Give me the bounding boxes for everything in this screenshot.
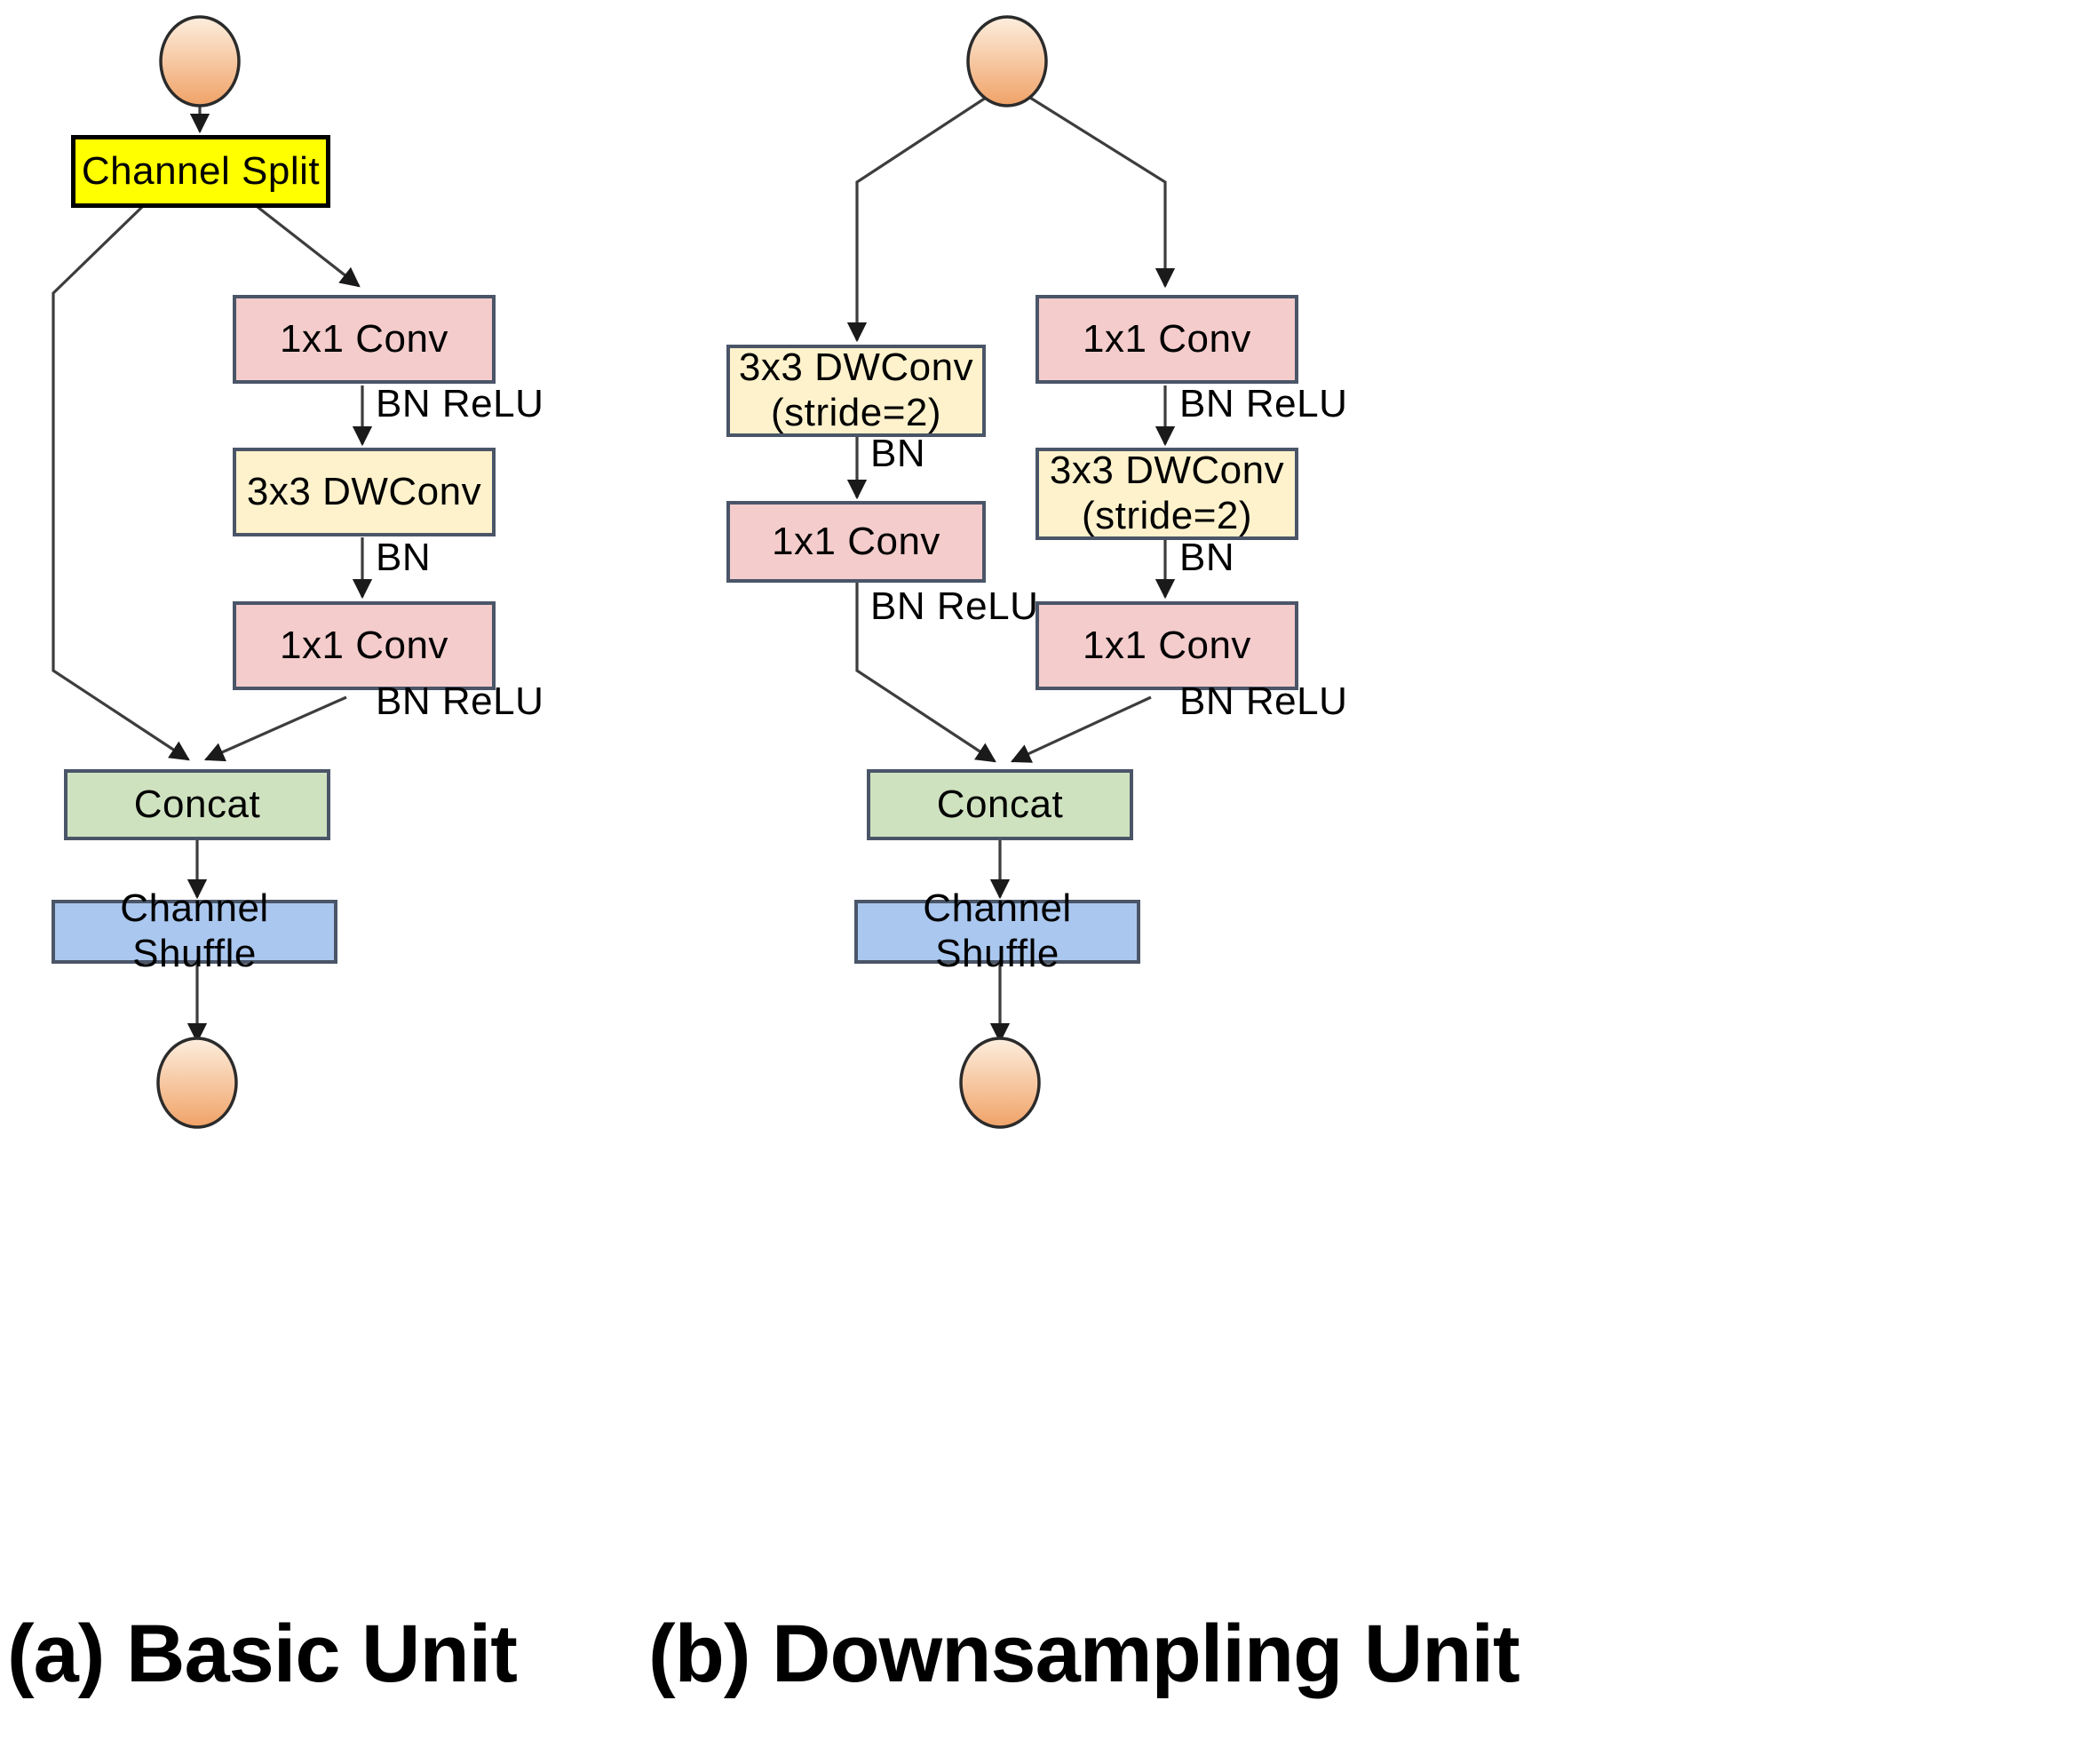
node-label: Channel Shuffle <box>120 886 269 975</box>
node-channel-shuffle-b[interactable]: Channel Shuffle <box>854 886 1140 975</box>
node-label: Channel Shuffle <box>923 886 1072 975</box>
edge-label-a-bnrelu-1: BN ReLU <box>376 382 544 425</box>
edge-a-split-to-conv1 <box>257 205 361 288</box>
edge-label-b-bnrelu-right-1: BN ReLU <box>1179 382 1348 425</box>
node-label: 1x1 Conv <box>1083 623 1251 667</box>
node-conv1x1-a-2[interactable]: 1x1 Conv <box>233 601 496 690</box>
node-label: 1x1 Conv <box>1083 316 1251 361</box>
edge-b-in-to-left-dw <box>846 96 987 343</box>
edge-label-b-bnrelu-left: BN ReLU <box>870 584 1039 628</box>
edge-label-b-bnrelu-right-2: BN ReLU <box>1179 679 1348 723</box>
edge-a-split-skip-to-concat <box>52 205 190 761</box>
panel-a-caption: (a) Basic Unit <box>7 1609 518 1699</box>
node-label-line1: 3x3 DWConv <box>1049 449 1285 493</box>
node-channel-split-a[interactable]: Channel Split <box>71 135 330 208</box>
edge-b-rconv2-to-concat <box>1010 695 1152 763</box>
node-label: 3x3 DWConv <box>246 469 482 513</box>
node-label: Concat <box>936 782 1064 826</box>
node-conv1x1-a-1[interactable]: 1x1 Conv <box>233 295 496 384</box>
terminal-node-b-input <box>966 15 1048 107</box>
node-conv1x1-b-right-2[interactable]: 1x1 Conv <box>1036 601 1298 690</box>
edge-label-b-bn-left: BN <box>870 432 926 475</box>
node-concat-a[interactable]: Concat <box>64 769 330 840</box>
node-label-line2: (stride=2) <box>770 391 942 434</box>
terminal-node-a-output <box>156 1037 238 1129</box>
node-conv1x1-b-right-1[interactable]: 1x1 Conv <box>1036 295 1298 384</box>
node-label: 1x1 Conv <box>280 316 448 361</box>
edge-b-in-to-right-conv <box>1029 96 1176 289</box>
node-dwconv3x3-b-right[interactable]: 3x3 DWConv (stride=2) <box>1036 448 1298 540</box>
node-channel-shuffle-a[interactable]: Channel Shuffle <box>52 886 337 975</box>
node-label: Channel Split <box>81 148 321 193</box>
terminal-node-a-input <box>159 15 241 107</box>
panel-b-edges <box>846 96 1176 1044</box>
node-label-line2: (stride=2) <box>1081 494 1253 537</box>
node-label-line1: 3x3 DWConv <box>738 346 974 390</box>
node-dwconv3x3-a[interactable]: 3x3 DWConv <box>233 448 496 536</box>
edge-label-b-bn-right: BN <box>1179 536 1235 579</box>
node-concat-b[interactable]: Concat <box>867 769 1133 840</box>
edge-label-a-bnrelu-2: BN ReLU <box>376 679 544 723</box>
edge-a-conv2-to-concat <box>203 695 347 762</box>
node-label: Concat <box>133 782 261 826</box>
terminal-node-b-output <box>959 1037 1041 1129</box>
node-label: 1x1 Conv <box>280 623 448 667</box>
panel-b-caption: (b) Downsampling Unit <box>648 1609 1520 1699</box>
node-dwconv3x3-b-left[interactable]: 3x3 DWConv (stride=2) <box>726 345 986 437</box>
panel-a-edges <box>52 102 373 1044</box>
edge-label-a-bn-1: BN <box>376 536 432 579</box>
node-conv1x1-b-left[interactable]: 1x1 Conv <box>726 501 986 583</box>
edge-b-lconv-to-concat <box>855 579 996 763</box>
node-label: 1x1 Conv <box>772 519 940 563</box>
